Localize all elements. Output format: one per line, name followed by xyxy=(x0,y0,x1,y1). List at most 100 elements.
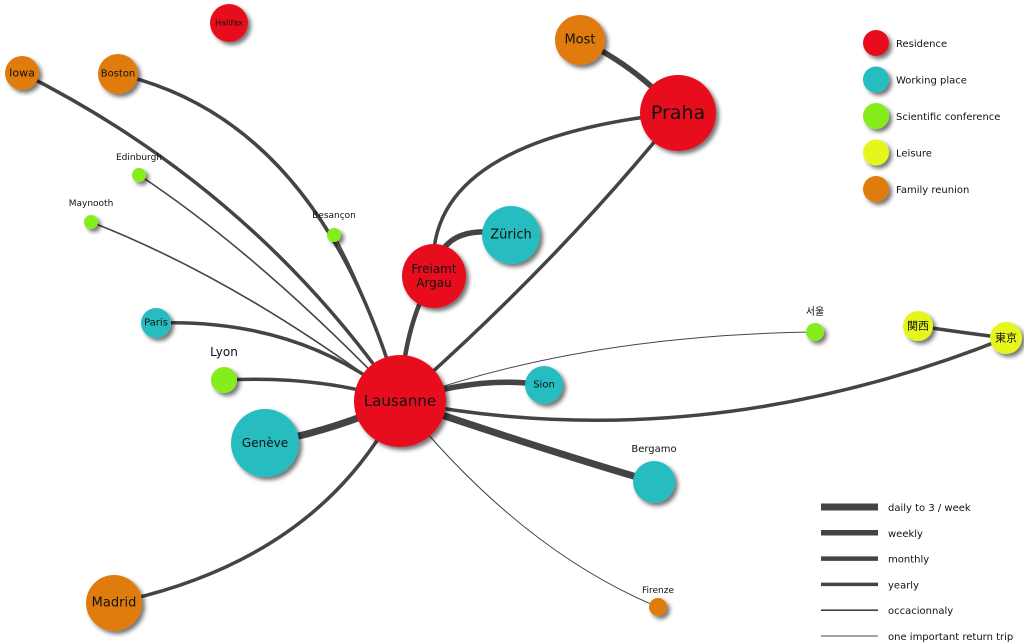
node-iowa: Iowa xyxy=(5,56,39,90)
node-circle-tokyo xyxy=(990,322,1022,354)
node-lausanne: Lausanne xyxy=(354,355,446,447)
legend-swatch xyxy=(863,66,889,93)
node-circle-zurich xyxy=(482,206,540,264)
node-circle-geneve xyxy=(231,409,299,477)
legend-frequency-item: weekly xyxy=(821,529,923,540)
node-edinburgh: Edinburgh xyxy=(116,153,162,182)
node-label-besancon: Besançon xyxy=(312,211,356,221)
node-label-madrid: Madrid xyxy=(92,596,137,611)
node-label-praha: Praha xyxy=(651,102,705,124)
legend-category-item: Residence xyxy=(863,30,947,56)
node-circle-maynooth xyxy=(84,215,98,229)
legend-category-item: Leisure xyxy=(863,139,932,166)
node-lyon: Lyon xyxy=(210,345,238,393)
legend-category-label: Leisure xyxy=(896,149,932,160)
node-label-boston: Boston xyxy=(101,69,136,80)
node-firenze: Firenze xyxy=(642,586,674,616)
node-label-halifax: Halifax xyxy=(215,19,243,28)
legend-category-label: Scientific conference xyxy=(896,112,1000,123)
node-label-sion: Sion xyxy=(533,380,555,391)
edge-argau-praha xyxy=(431,111,680,278)
edge-lausanne-madrid xyxy=(112,399,402,605)
node-boston: Boston xyxy=(98,54,138,94)
legend-category-label: Family reunion xyxy=(896,185,969,196)
legend-frequency-label: yearly xyxy=(888,580,919,591)
node-circle-firenze xyxy=(649,598,667,616)
node-sion: Sion xyxy=(525,366,563,404)
node-circle-paris xyxy=(141,308,171,338)
node-bergamo: Bergamo xyxy=(631,444,677,503)
node-circle-most xyxy=(555,15,605,65)
legend-category-label: Working place xyxy=(896,76,967,87)
legend-frequency-label: one important return trip xyxy=(888,632,1013,643)
edge-lausanne-maynooth xyxy=(90,221,401,402)
node-label-most: Most xyxy=(564,33,595,48)
node-geneve: Genève xyxy=(231,409,299,477)
node-besancon: Besançon xyxy=(312,211,356,242)
node-label-tokyo: 東京 xyxy=(995,331,1017,345)
node-circle-besancon xyxy=(327,228,341,242)
legend-swatch xyxy=(863,103,889,129)
legend-category-item: Scientific conference xyxy=(863,103,1000,129)
legend-swatch xyxy=(863,176,889,202)
node-label-seoul: 서울 xyxy=(806,306,824,318)
node-label-geneve: Genève xyxy=(242,436,288,450)
legend-category-label: Residence xyxy=(896,39,947,50)
legend-frequency-label: occacionnaly xyxy=(888,606,953,617)
edge-lausanne-praha xyxy=(398,111,680,403)
node-circle-edinburgh xyxy=(132,168,146,182)
node-most: Most xyxy=(555,15,605,65)
node-circle-praha xyxy=(640,75,716,151)
edge-lausanne-iowa xyxy=(20,71,402,403)
node-circle-iowa xyxy=(5,56,39,90)
node-circle-kansai xyxy=(903,311,933,341)
node-praha: Praha xyxy=(640,75,716,151)
node-label-lyon: Lyon xyxy=(210,345,238,359)
node-label-bergamo: Bergamo xyxy=(631,444,676,455)
node-circle-argau xyxy=(402,244,466,308)
node-label-lausanne: Lausanne xyxy=(364,392,436,410)
node-circle-lausanne xyxy=(354,355,446,447)
node-kansai: 関西 xyxy=(903,311,933,341)
node-seoul: 서울 xyxy=(806,306,824,341)
edge-lausanne-seoul xyxy=(399,331,816,402)
node-zurich: Zürich xyxy=(482,206,540,264)
node-halifax: Halifax xyxy=(210,4,248,42)
node-label-paris: Paris xyxy=(144,318,168,329)
node-maynooth: Maynooth xyxy=(69,199,114,229)
node-label-firenze: Firenze xyxy=(642,586,674,596)
node-label-iowa: Iowa xyxy=(9,67,35,80)
legend-swatch xyxy=(863,30,889,56)
legend-swatch xyxy=(863,139,889,166)
legend-category-item: Working place xyxy=(863,66,967,93)
edge-lausanne-firenze xyxy=(399,400,659,608)
legend-frequency-item: yearly xyxy=(821,580,919,591)
node-label-edinburgh: Edinburgh xyxy=(116,153,162,163)
legend-frequency-label: monthly xyxy=(888,555,929,566)
node-paris: Paris xyxy=(141,308,171,338)
node-label-kansai: 関西 xyxy=(907,320,929,333)
legend-frequency-item: monthly xyxy=(821,555,929,566)
node-label-zurich: Zürich xyxy=(490,228,532,243)
node-circle-bergamo xyxy=(633,461,675,503)
node-circle-sion xyxy=(525,366,563,404)
edge-lausanne-tokyo xyxy=(398,336,1008,422)
legend-frequency-item: occacionnaly xyxy=(821,606,953,617)
legend-frequency-label: daily to 3 / week xyxy=(888,503,971,514)
node-circle-seoul xyxy=(806,323,824,341)
node-circle-boston xyxy=(98,54,138,94)
node-circle-madrid xyxy=(86,575,142,631)
node-madrid: Madrid xyxy=(86,575,142,631)
node-circle-halifax xyxy=(210,4,248,42)
node-circle-lyon xyxy=(211,367,237,393)
node-tokyo: 東京 xyxy=(990,322,1022,354)
node-label-maynooth: Maynooth xyxy=(69,199,114,209)
legend-frequency-item: daily to 3 / week xyxy=(821,503,971,514)
legend-category-item: Family reunion xyxy=(863,176,969,202)
legend-frequency-item: one important return trip xyxy=(821,632,1013,643)
